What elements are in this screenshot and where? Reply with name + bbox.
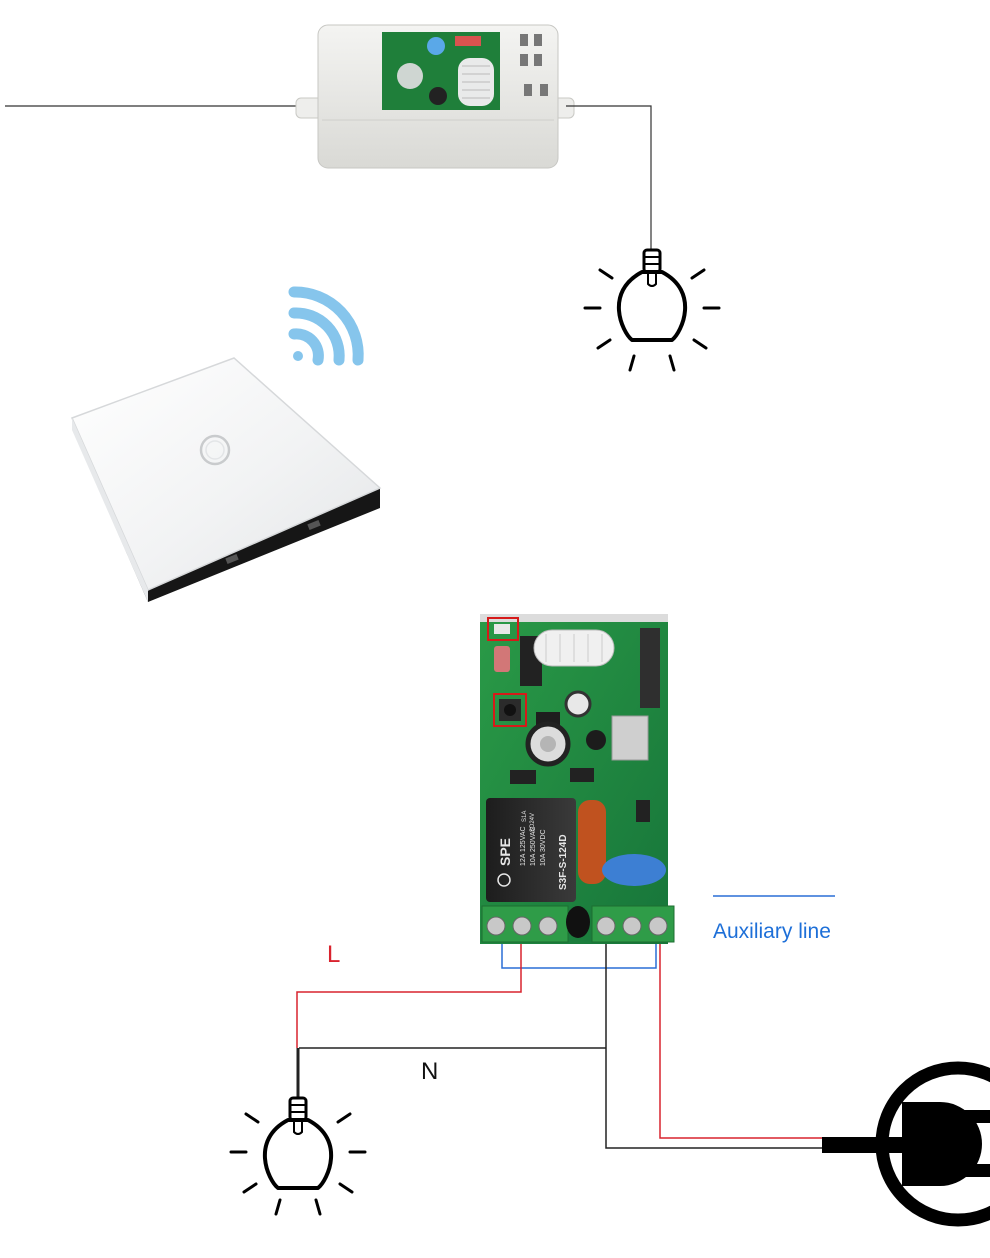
relay-coil-spec: SD24V xyxy=(530,813,536,832)
terminal-block-right xyxy=(591,905,675,943)
live-wire-to-plug xyxy=(659,944,826,1139)
safety-capacitor xyxy=(602,854,666,886)
neutral-label: N xyxy=(421,1058,438,1085)
live-label: L xyxy=(327,941,340,968)
terminal-block-left xyxy=(481,905,569,943)
relay-model: S3F-S-124D xyxy=(558,834,569,890)
film-capacitor xyxy=(578,800,606,884)
power-plug-icon xyxy=(822,1061,990,1227)
relay-rating-1: 12A 125VAC xyxy=(520,826,527,866)
relay-component: SPE 12A 125VAC 10A 250VAC 10A 30VDC S1A … xyxy=(486,798,576,902)
receiver-pcb xyxy=(382,32,500,110)
varistor xyxy=(566,906,590,938)
output-wire xyxy=(566,105,652,250)
live-wire-to-lamp xyxy=(296,944,522,1048)
receiver-module xyxy=(5,24,652,250)
touch-switch-panel xyxy=(70,357,382,602)
light-bulb-icon xyxy=(583,248,721,372)
learn-button-highlight xyxy=(493,693,527,727)
relay-brand: SPE xyxy=(497,838,513,866)
receiver-terminals xyxy=(520,34,548,96)
antenna-coil xyxy=(533,629,615,667)
relay-rating-3: 10A 30VDC xyxy=(540,829,547,866)
touch-button xyxy=(199,434,231,466)
wifi-signal-icon xyxy=(288,286,364,366)
neutral-wire-to-plug xyxy=(605,944,826,1149)
relay-board: SPE 12A 125VAC 10A 250VAC 10A 30VDC S1A … xyxy=(480,614,675,944)
relay-rating-code: S1A xyxy=(522,811,528,822)
light-bulb-icon xyxy=(229,1096,367,1216)
led-indicator-highlight xyxy=(487,617,519,641)
auxiliary-wire xyxy=(501,944,657,969)
relay-rating-2: 10A 250VAC xyxy=(530,826,537,866)
auxiliary-line-label: Auxiliary line xyxy=(713,920,831,943)
